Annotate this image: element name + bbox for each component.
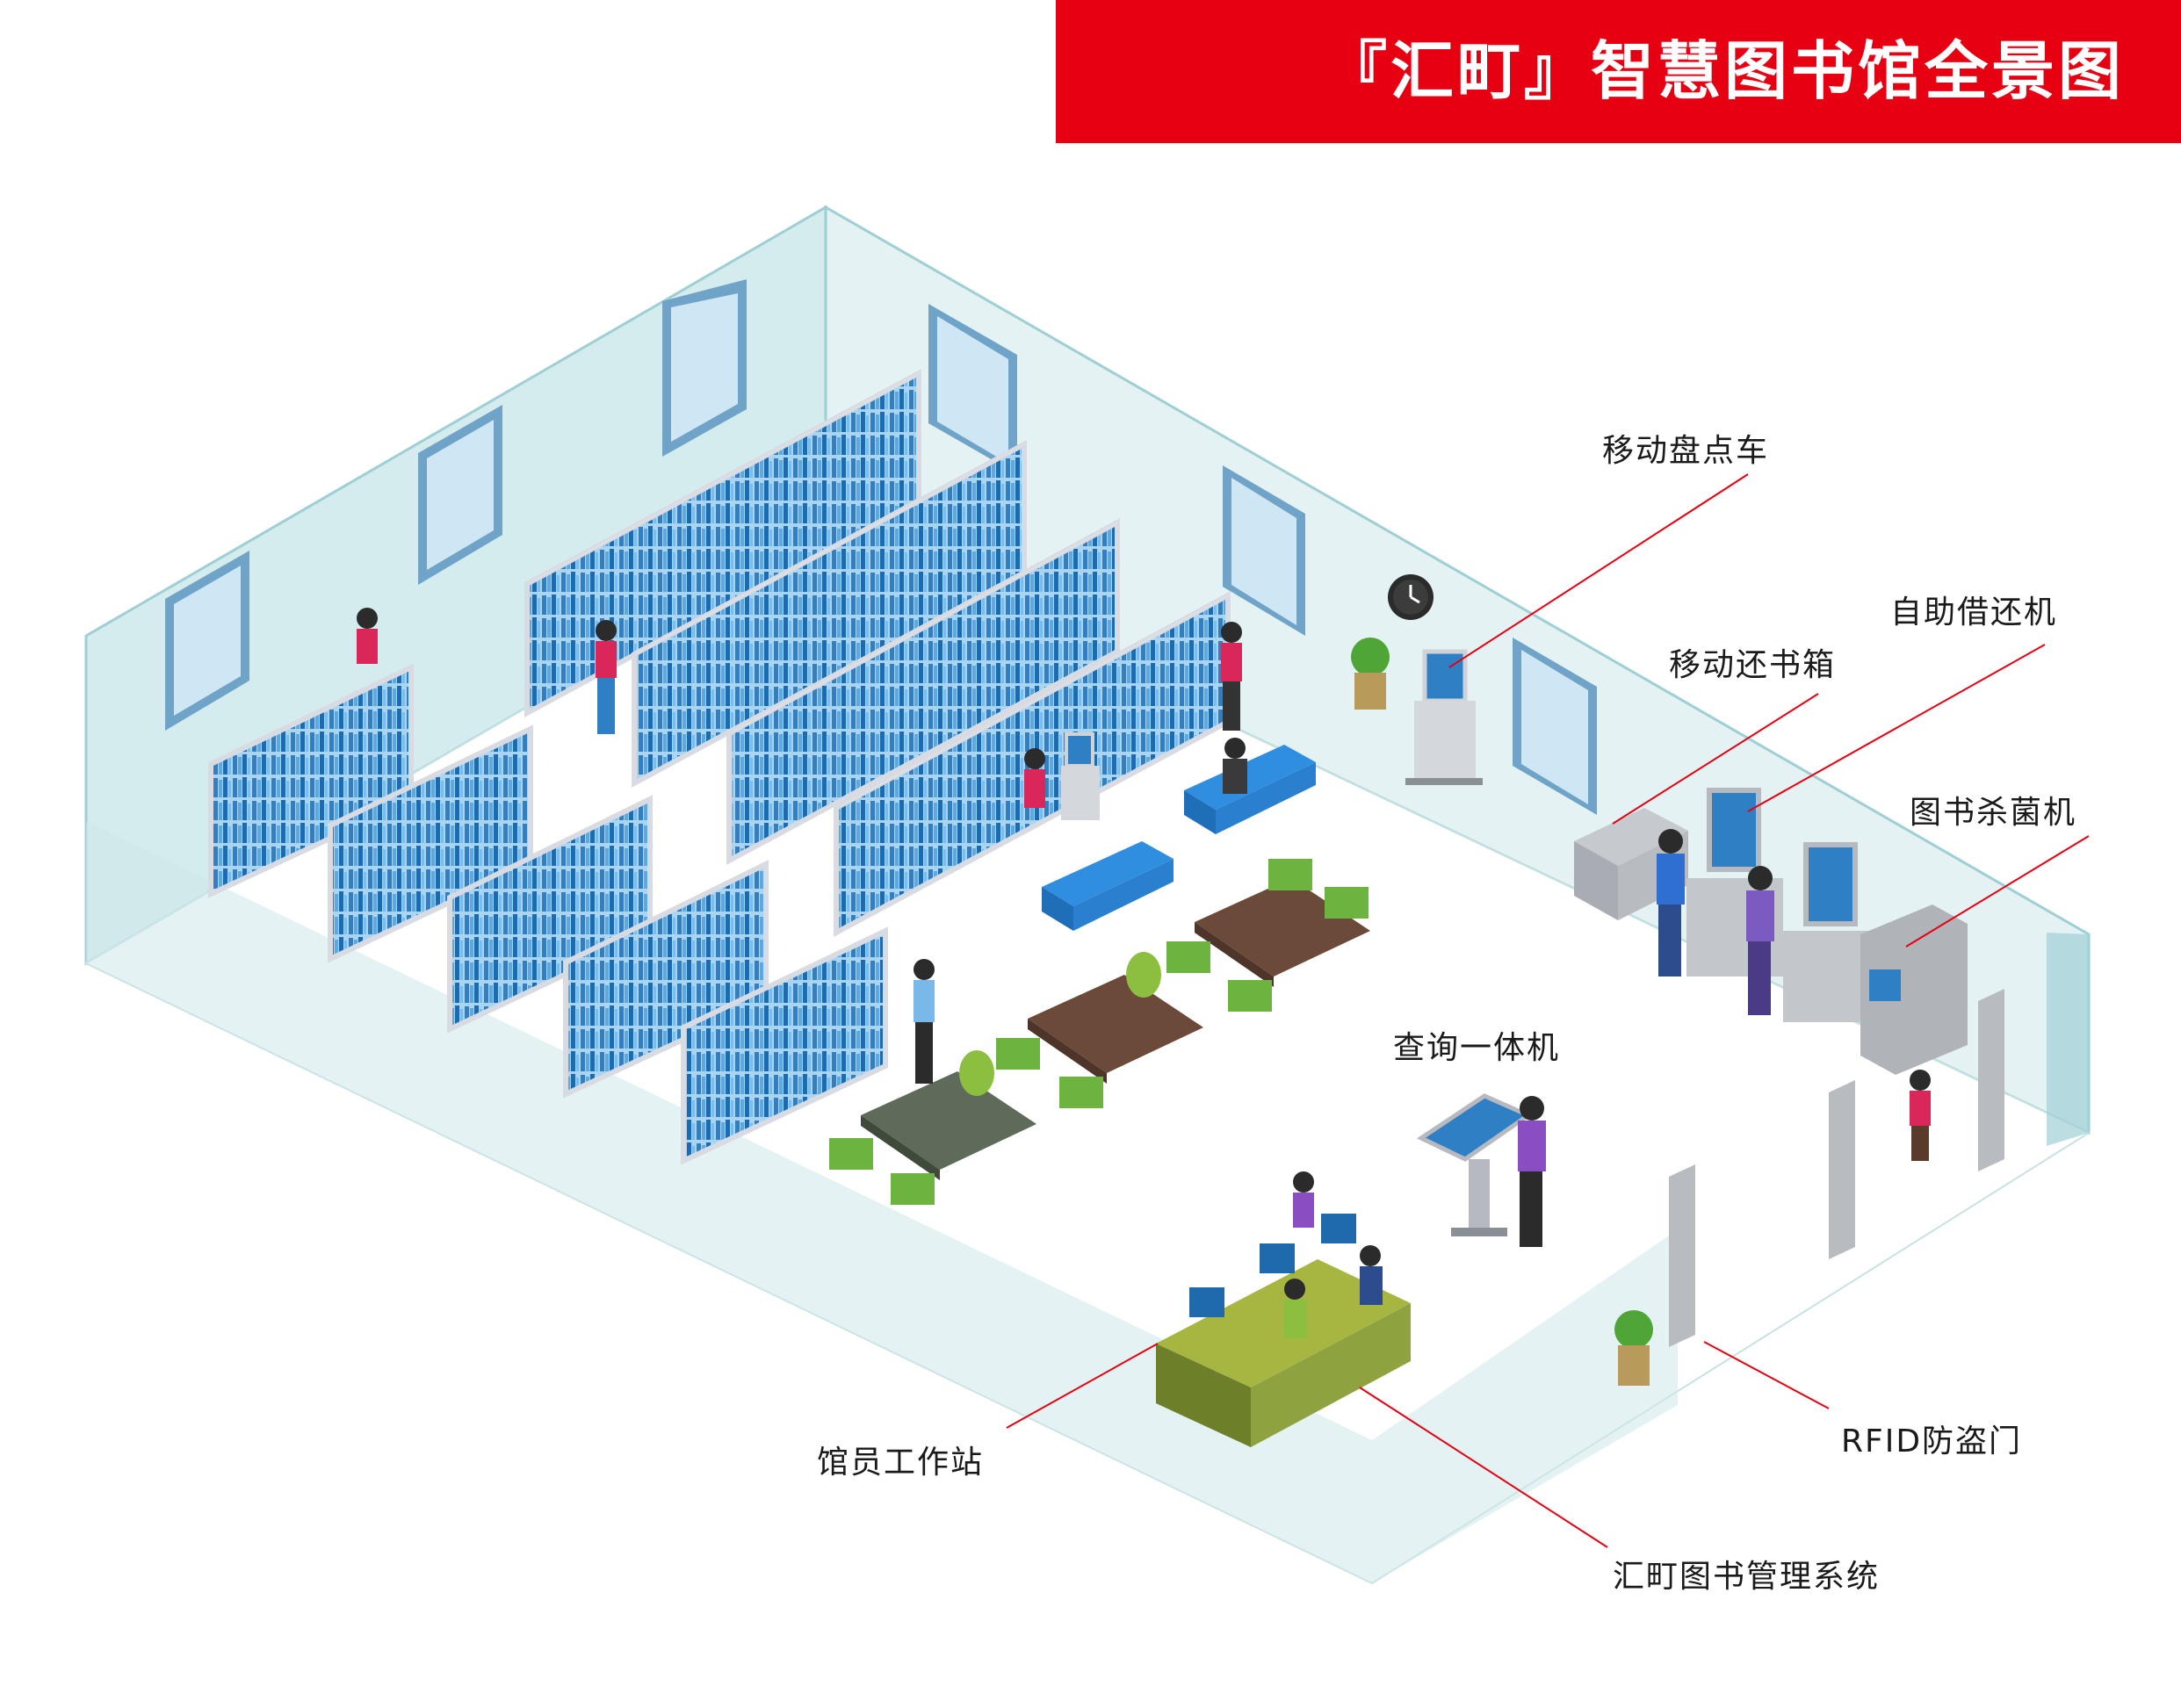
reading-desk	[861, 1071, 1036, 1180]
bookshelves-left	[208, 663, 888, 1165]
callout-book-sterilizer: 图书杀菌机	[1910, 795, 2077, 831]
window-icon	[1513, 638, 1597, 815]
person-icon	[357, 608, 378, 664]
window-icon	[1223, 465, 1305, 636]
front-right-wall	[1372, 1229, 1678, 1583]
reading-desk	[1028, 975, 1203, 1084]
callout-line	[1359, 1387, 1608, 1548]
callout-line	[1703, 1341, 1830, 1409]
callout-line	[1448, 473, 1749, 668]
bookshelf	[681, 926, 888, 1165]
callout-mobile-inventory-cart: 移动盘点车	[1602, 433, 1770, 469]
chair-icon	[996, 1038, 1040, 1070]
callout-lines	[1006, 473, 2090, 1548]
people	[357, 608, 1931, 1338]
right-glass-pillar	[2047, 933, 2089, 1146]
mobile-inventory-cart-icon	[1405, 649, 1483, 785]
bookshelf	[726, 517, 1126, 866]
lamp-icon	[1126, 952, 1161, 998]
rfid-gate-icon	[1669, 989, 2004, 1347]
windows	[165, 279, 1597, 815]
title-banner: 『汇町』智慧图书馆全景图	[1056, 0, 2181, 143]
sofa-icon	[1042, 841, 1174, 931]
callout-management-system: 汇町图书管理系统	[1613, 1559, 1881, 1595]
chair-icon	[1268, 859, 1312, 890]
person-icon	[1910, 1070, 1931, 1161]
chair-icon	[829, 1138, 873, 1170]
chair-icon	[1228, 980, 1272, 1012]
window-icon	[165, 551, 249, 731]
callout-self-service-kiosk: 自助借还机	[1890, 595, 2058, 631]
page-title: 『汇町』智慧图书馆全景图	[1323, 34, 2125, 108]
person-icon	[1024, 748, 1045, 808]
person-icon	[1360, 1245, 1383, 1305]
sofa-icon	[1184, 745, 1316, 834]
callout-line	[1612, 693, 1819, 825]
plant-icon	[1351, 638, 1390, 710]
person-icon	[1293, 1171, 1314, 1228]
chair-icon	[1166, 941, 1210, 973]
window-icon	[928, 304, 1017, 474]
wall-clock-icon	[1388, 574, 1434, 620]
window-icon	[418, 405, 502, 585]
chair-icon	[1059, 1077, 1103, 1108]
callout-mobile-return-box: 移动还书箱	[1669, 647, 1837, 683]
small-terminal-icon	[1061, 732, 1100, 820]
person-icon	[914, 959, 935, 1084]
sofas	[1042, 745, 1316, 931]
callout-librarian-workstation: 馆员工作站	[817, 1445, 985, 1481]
self-service-kiosk-icon	[1783, 842, 1880, 1022]
person-icon	[1284, 1279, 1307, 1338]
person-icon	[1746, 866, 1774, 1015]
bookshelves-back	[524, 368, 1237, 938]
plant-icon	[1614, 1310, 1653, 1386]
lamp-icon	[959, 1050, 994, 1096]
chair-icon	[891, 1173, 935, 1205]
person-icon	[596, 620, 617, 734]
callout-rfid-gate: RFID防盗门	[1841, 1423, 2023, 1459]
front-left-wall	[86, 821, 1372, 1583]
chair-icon	[1325, 887, 1369, 919]
window-icon	[662, 279, 747, 457]
callout-line	[1006, 1343, 1159, 1429]
person-icon	[1221, 622, 1242, 731]
person-icon	[1518, 1096, 1546, 1247]
callout-line	[1747, 644, 2046, 812]
book-sterilizer-icon	[1860, 904, 1968, 1075]
callout-line	[1905, 835, 2090, 948]
librarian-workstation-icon	[1156, 1214, 1411, 1447]
person-icon	[1223, 738, 1247, 794]
reading-area	[829, 859, 1370, 1205]
callout-query-terminal: 查询一体机	[1393, 1030, 1561, 1066]
person-icon	[1657, 829, 1685, 977]
